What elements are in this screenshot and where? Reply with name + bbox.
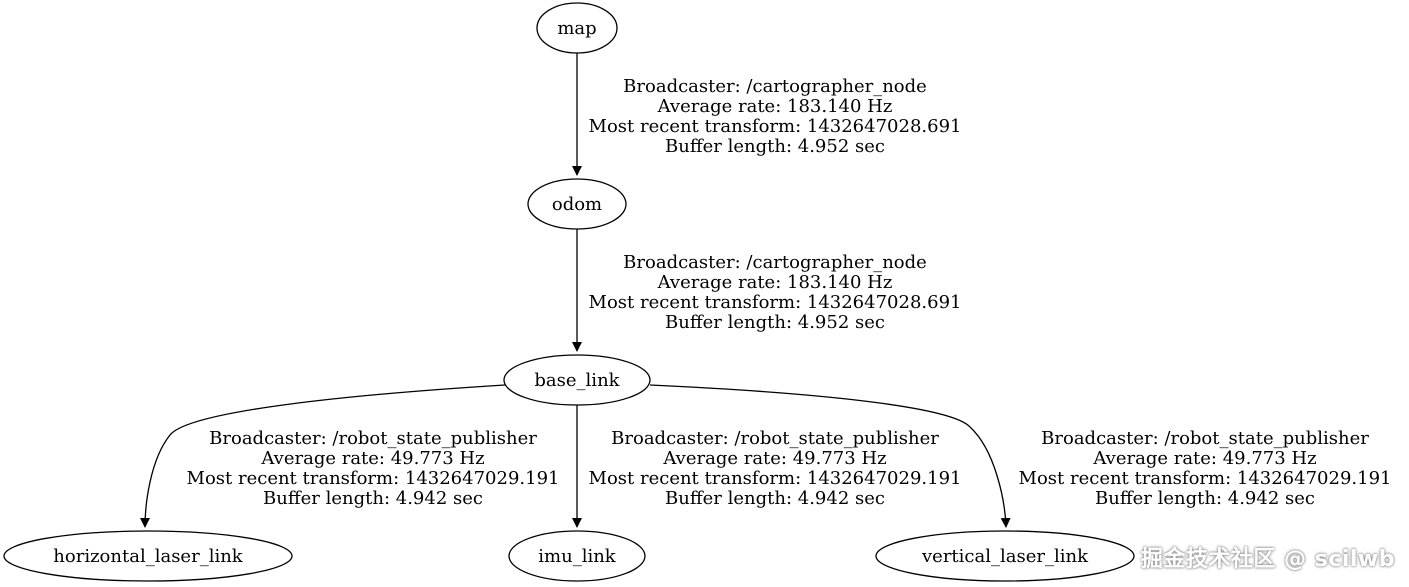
node-label-odom: odom bbox=[552, 194, 602, 215]
edge-label-buffer-length: Buffer length: 4.942 sec bbox=[1095, 488, 1315, 509]
edge-label-rate: Average rate: 49.773 Hz bbox=[1092, 448, 1316, 469]
node-label-base-link: base_link bbox=[534, 370, 620, 391]
edge-base-link-vertical-laser-link bbox=[649, 384, 1011, 528]
edge-label-recent-transform: Most recent transform: 1432647028.691 bbox=[589, 292, 962, 313]
node-base-link[interactable]: base_link bbox=[503, 354, 651, 406]
edge-label-broadcaster: Broadcaster: /cartographer_node bbox=[623, 76, 927, 97]
edge-base-link-horizontal-laser-link bbox=[140, 384, 506, 528]
edge-label-broadcaster: Broadcaster: /robot_state_publisher bbox=[209, 428, 537, 449]
edge-label-odom-base-link: Broadcaster: /cartographer_node Average … bbox=[589, 252, 962, 333]
node-label-imu-link: imu_link bbox=[538, 546, 617, 567]
edge-label-recent-transform: Most recent transform: 1432647029.191 bbox=[1019, 468, 1392, 489]
node-horizontal-laser-link[interactable]: horizontal_laser_link bbox=[3, 530, 293, 582]
node-odom[interactable]: odom bbox=[527, 178, 627, 230]
edge-label-broadcaster: Broadcaster: /robot_state_publisher bbox=[1041, 428, 1369, 449]
edge-label-rate: Average rate: 49.773 Hz bbox=[260, 448, 484, 469]
node-vertical-laser-link[interactable]: vertical_laser_link bbox=[875, 530, 1135, 582]
edge-label-rate: Average rate: 183.140 Hz bbox=[657, 96, 893, 117]
edge-label-map-odom: Broadcaster: /cartographer_node Average … bbox=[589, 76, 962, 157]
edge-label-rate: Average rate: 49.773 Hz bbox=[662, 448, 886, 469]
edge-label-buffer-length: Buffer length: 4.952 sec bbox=[665, 312, 885, 333]
node-label-horizontal-laser-link: horizontal_laser_link bbox=[53, 546, 244, 567]
edge-label-buffer-length: Buffer length: 4.942 sec bbox=[665, 488, 885, 509]
edge-label-broadcaster: Broadcaster: /cartographer_node bbox=[623, 252, 927, 273]
edge-label-base-link-imu-link: Broadcaster: /robot_state_publisher Aver… bbox=[589, 428, 962, 509]
edge-label-recent-transform: Most recent transform: 1432647028.691 bbox=[589, 116, 962, 137]
node-label-map: map bbox=[557, 18, 596, 39]
edge-label-buffer-length: Buffer length: 4.952 sec bbox=[665, 136, 885, 157]
edge-label-buffer-length: Buffer length: 4.942 sec bbox=[263, 488, 483, 509]
node-label-vertical-laser-link: vertical_laser_link bbox=[921, 546, 1089, 567]
edge-label-recent-transform: Most recent transform: 1432647029.191 bbox=[187, 468, 560, 489]
edge-label-base-link-vertical-laser-link: Broadcaster: /robot_state_publisher Aver… bbox=[1019, 428, 1392, 509]
edge-label-rate: Average rate: 183.140 Hz bbox=[657, 272, 893, 293]
node-imu-link[interactable]: imu_link bbox=[508, 530, 646, 582]
node-map[interactable]: map bbox=[536, 2, 618, 54]
edge-label-base-link-horizontal-laser-link: Broadcaster: /robot_state_publisher Aver… bbox=[187, 428, 560, 509]
watermark: 掘金技术社区 @ scilwb bbox=[1140, 547, 1395, 572]
edge-label-recent-transform: Most recent transform: 1432647029.191 bbox=[589, 468, 962, 489]
edge-label-broadcaster: Broadcaster: /robot_state_publisher bbox=[611, 428, 939, 449]
